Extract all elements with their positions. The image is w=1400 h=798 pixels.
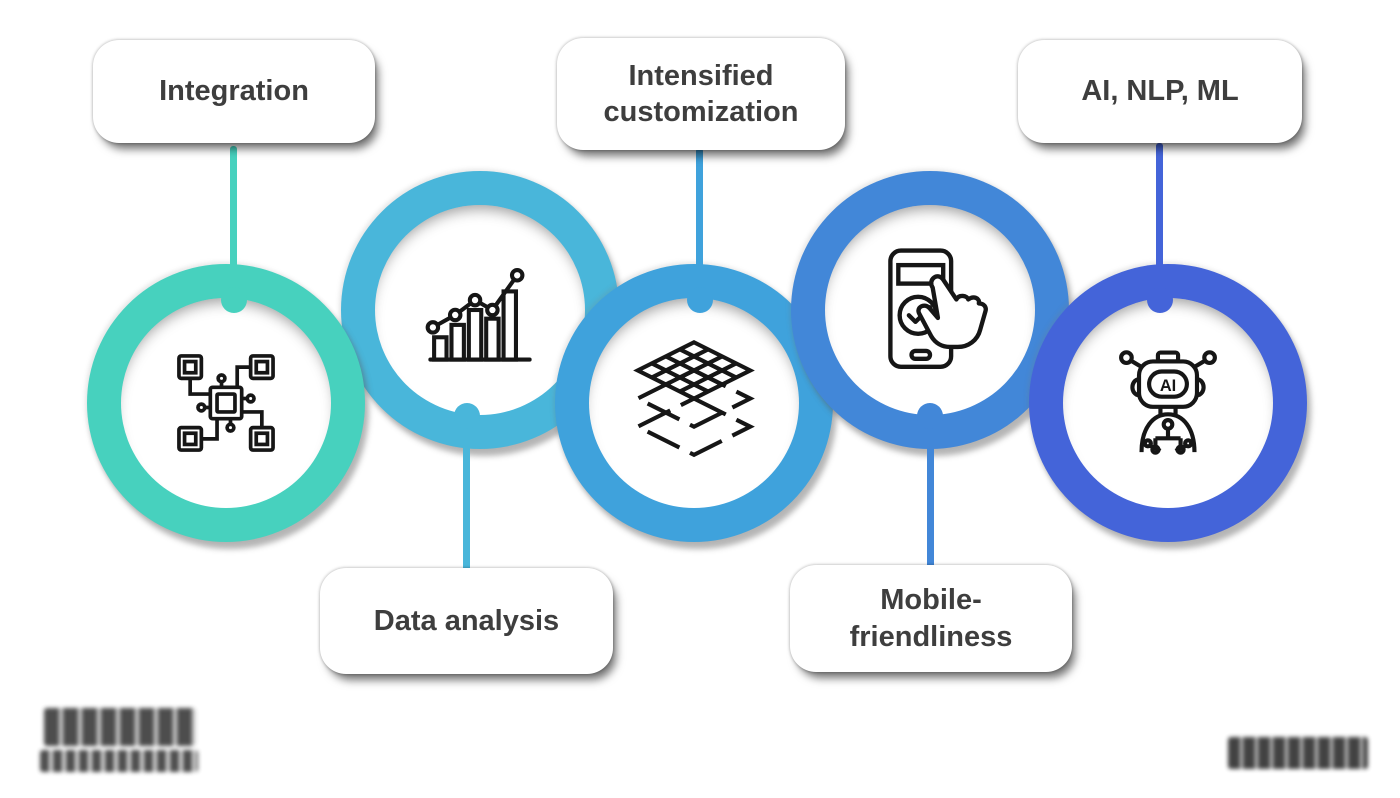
watermark-logo-left-bottom-row <box>40 750 198 772</box>
connector-dot-intensified-customization <box>687 287 713 313</box>
circle-inner-mobile-friendliness <box>825 205 1035 415</box>
bar-chart-trend-icon <box>425 268 532 362</box>
circle-inner-integration <box>121 298 331 508</box>
chip-network-icon <box>177 354 275 452</box>
ai-badge-text: AI <box>1160 377 1176 395</box>
label-text-mobile-friendliness: Mobile-friendliness <box>849 584 1013 653</box>
connector-dot-mobile-friendliness <box>917 403 943 429</box>
label-card-intensified-customization: Intensified customization <box>557 38 845 150</box>
connector-line-data-analysis <box>463 412 470 572</box>
label-text-data-analysis: Data analysis <box>373 604 560 637</box>
connector-dot-ai-nlp-ml <box>1147 287 1173 313</box>
circle-intensified-customization <box>555 264 833 542</box>
label-text-ai-nlp-ml: AI, NLP, ML <box>1081 75 1239 108</box>
label-card-mobile-friendliness: Mobile-friendliness <box>790 565 1072 672</box>
label-text-intensified-customization: Intensified customization <box>603 59 799 128</box>
watermark-logo-right <box>1228 735 1368 773</box>
watermark-logo-left <box>40 700 202 778</box>
label-card-ai-nlp-ml: AI, NLP, ML <box>1018 40 1302 143</box>
connector-line-ai-nlp-ml <box>1156 143 1163 302</box>
label-text-integration: Integration <box>159 75 309 108</box>
circle-inner-intensified-customization <box>589 298 799 508</box>
circle-data-analysis <box>341 171 619 449</box>
ai-robot-icon: AI <box>1119 350 1217 455</box>
mobile-check-icon <box>888 248 988 369</box>
layers-icon <box>633 340 755 458</box>
label-card-integration: Integration <box>93 40 375 143</box>
connector-line-intensified-customization <box>696 148 703 302</box>
circle-inner-ai-nlp-ml: AI <box>1063 298 1273 508</box>
connector-dot-integration <box>221 287 247 313</box>
connector-line-mobile-friendliness <box>927 412 934 569</box>
connector-line-integration <box>230 146 237 302</box>
watermark-logo-left-top-row <box>44 708 196 746</box>
circle-inner-data-analysis <box>375 205 585 415</box>
connector-dot-data-analysis <box>454 403 480 429</box>
circle-ai-nlp-ml: AI <box>1029 264 1307 542</box>
watermark-logo-right-row <box>1228 737 1368 769</box>
circle-mobile-friendliness <box>791 171 1069 449</box>
label-card-data-analysis: Data analysis <box>320 568 613 674</box>
